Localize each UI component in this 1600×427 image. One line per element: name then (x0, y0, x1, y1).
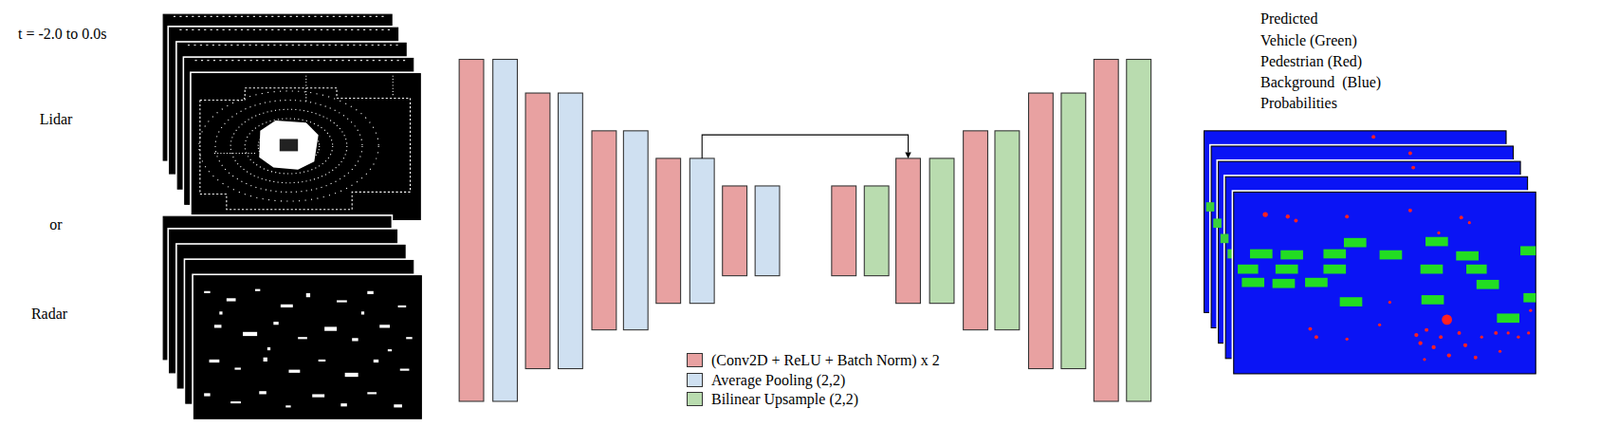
time-range: t = -2.0 to 0.0s (18, 25, 107, 43)
output-heading: Probabilities (1260, 94, 1338, 112)
lidar-frames (161, 12, 423, 222)
radar-frames (161, 214, 424, 421)
legend-text: (Conv2D + ReLU + Batch Norm) x 2 (711, 351, 940, 369)
layer-bars (459, 59, 1151, 402)
output-class: Pedestrian (Red) (1260, 53, 1362, 71)
legend-text: Average Pooling (2,2) (711, 371, 846, 389)
output-class: Vehicle (Green) (1260, 32, 1358, 50)
legend-swatch (686, 372, 703, 387)
output-class: Background (Blue) (1260, 73, 1381, 92)
output-heading: Predicted (1260, 10, 1318, 28)
legend-text: Bilinear Upsample (2,2) (711, 390, 859, 408)
input-name: Lidar (39, 110, 74, 129)
output-frames (1201, 128, 1538, 376)
separator-word: or (49, 216, 62, 234)
legend-swatch (686, 391, 703, 406)
input-name: Radar (31, 305, 68, 323)
skip-connection (701, 134, 912, 159)
legend-swatch (686, 352, 703, 368)
